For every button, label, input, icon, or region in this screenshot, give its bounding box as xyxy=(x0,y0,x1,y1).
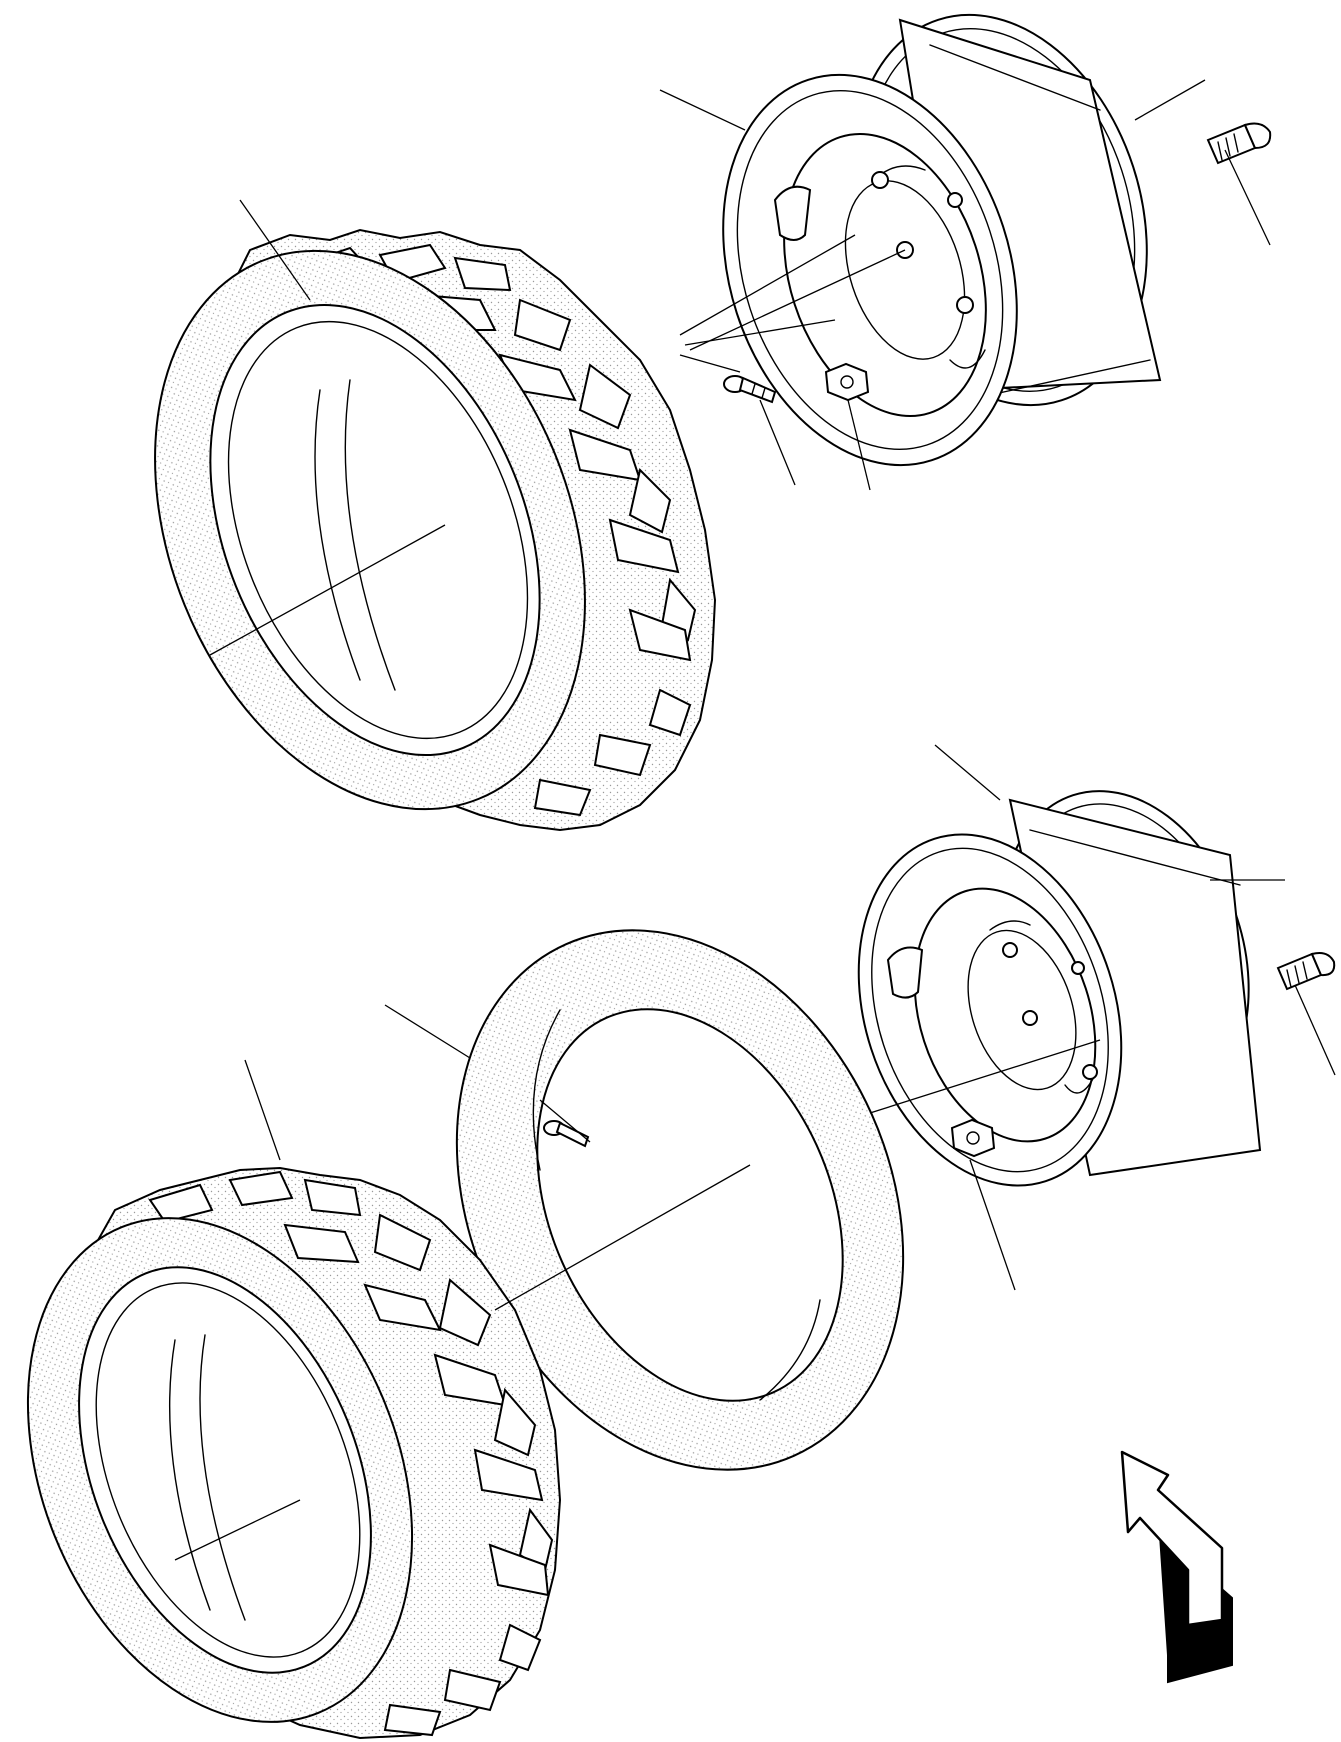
upper-rim-nut xyxy=(824,362,870,402)
upper-rim xyxy=(722,13,1162,467)
lower-rim-hole-2 xyxy=(1022,1010,1038,1026)
upper-rim-valve xyxy=(723,375,777,404)
front-direction-arrow-icon xyxy=(1120,1450,1233,1684)
upper-tire-lugs xyxy=(298,243,697,817)
upper-rim-hole-4 xyxy=(947,192,963,208)
lower-tire-lugs xyxy=(148,1170,554,1737)
upper-rim-disc xyxy=(783,133,987,417)
upper-rim-hole-3 xyxy=(956,296,974,314)
lower-rim-hole-1 xyxy=(1002,942,1018,958)
upper-tire xyxy=(154,228,717,832)
lower-rim-hole-3 xyxy=(1082,1064,1098,1080)
upper-tire-bead xyxy=(209,303,541,757)
lower-rim xyxy=(857,790,1262,1187)
lower-tire-bead xyxy=(78,1266,372,1674)
lower-rim-disc xyxy=(913,887,1097,1143)
upper-rim-hole-1 xyxy=(871,171,889,189)
leader-lines xyxy=(174,79,1336,1561)
lower-rim-nut xyxy=(950,1118,996,1158)
lower-rim-bolt xyxy=(1276,952,1336,991)
lower-rim-hole-4 xyxy=(1071,961,1085,975)
lower-tire xyxy=(26,1166,562,1740)
upper-rim-bolt xyxy=(1206,122,1272,165)
